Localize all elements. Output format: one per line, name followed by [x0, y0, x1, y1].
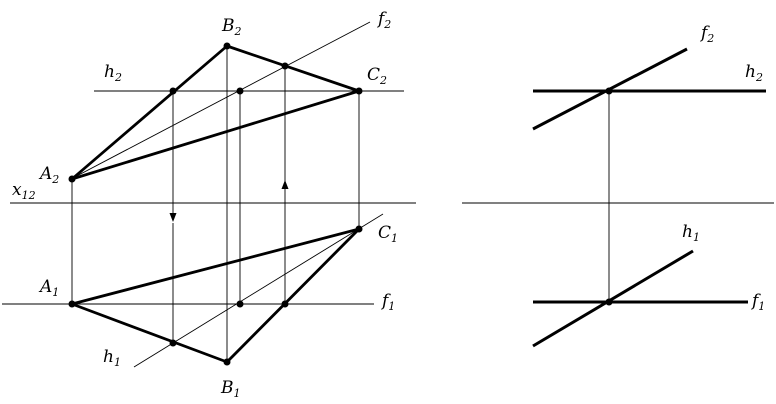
right-line-h1 [532, 249, 694, 348]
right-figure: f2 h2 h1 f1 [462, 23, 774, 348]
right-label-h1: h1 [682, 222, 700, 244]
right-label-f1: f1 [750, 291, 765, 313]
point-B1 [223, 358, 231, 366]
arrow-up [281, 180, 289, 189]
point-f1-mid [236, 300, 244, 308]
point-B2 [223, 42, 231, 50]
line-f2 [70, 21, 371, 180]
triangle-horizontal [70, 227, 361, 364]
right-point-bottom [605, 298, 613, 306]
label-A1: A1 [38, 277, 59, 299]
label-f1: f1 [380, 291, 395, 313]
label-C1: C1 [378, 223, 398, 245]
label-C2: C2 [367, 65, 387, 87]
left-figure: B2 f2 h2 C2 A2 x12 C1 A1 f1 h1 B1 [2, 9, 416, 400]
label-A2: A2 [38, 164, 59, 186]
right-point-top [605, 87, 613, 95]
point-C1 [355, 225, 363, 233]
right-label-h2: h2 [745, 62, 763, 84]
label-x12: x12 [12, 180, 36, 202]
point-f1-BC [281, 300, 289, 308]
label-h2: h2 [104, 62, 122, 84]
right-label-f2: f2 [699, 23, 714, 45]
label-h1: h1 [103, 347, 121, 369]
point-h2-AB [169, 87, 177, 95]
point-h1-AB [169, 339, 177, 347]
label-B2: B2 [221, 16, 242, 38]
label-B1: B1 [220, 378, 241, 400]
point-f2-BC [281, 62, 289, 70]
point-h2-mid [236, 87, 244, 95]
arrow-down [169, 213, 177, 222]
point-C2 [355, 87, 363, 95]
point-A2 [68, 175, 76, 183]
label-f2: f2 [376, 9, 391, 31]
triangle-frontal [70, 44, 361, 181]
point-A1 [68, 300, 76, 308]
